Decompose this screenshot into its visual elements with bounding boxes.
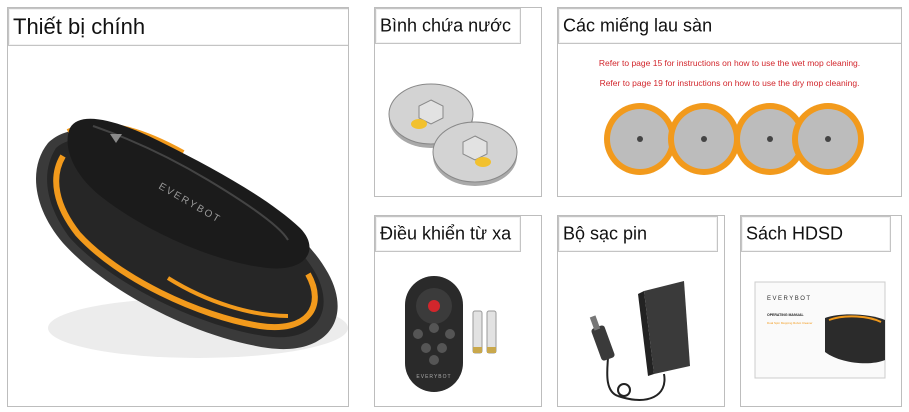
mop-pads-image: [604, 103, 864, 175]
panel-title-text: Thiết bị chính: [13, 14, 146, 39]
battery-icon: [472, 310, 483, 354]
mop-pad: [668, 103, 740, 175]
panel-charger: Bộ sạc pin: [557, 215, 725, 407]
mop-pad: [734, 103, 806, 175]
panel-title: Sách HDSD: [741, 216, 891, 252]
panel-title: Bộ sạc pin: [558, 216, 718, 252]
remote-control-image: EVERYBOT: [405, 276, 497, 392]
manual-subtitle: Dual Spin Mopping Robot Cleaner: [767, 321, 813, 325]
panel-manual: Sách HDSD EVERYBOT OPERATING MANUAL Dual…: [740, 215, 902, 407]
panel-title: Điều khiển từ xa: [375, 216, 521, 252]
manual-image: EVERYBOT OPERATING MANUAL Dual Spin Mopp…: [754, 281, 886, 379]
panel-main-device: Thiết bị chính EVERYBOT: [7, 7, 349, 407]
panel-title-text: Bình chứa nước: [380, 15, 511, 36]
power-button-icon: [428, 300, 440, 312]
battery-icon: [486, 310, 497, 354]
manual-heading: OPERATING MANUAL: [767, 313, 805, 317]
mop-pad: [792, 103, 864, 175]
panel-title-text: Bộ sạc pin: [563, 223, 648, 244]
panel-title: Bình chứa nước: [375, 8, 521, 44]
wet-mop-note: Refer to page 15 for instructions on how…: [598, 58, 861, 68]
charger-image: [589, 281, 690, 401]
panel-title: Các miếng lau sàn: [558, 8, 901, 44]
panel-remote: Điều khiển từ xa EVERYBOT: [374, 215, 542, 407]
panel-title-text: Điều khiển từ xa: [380, 223, 512, 244]
water-tank-image: [388, 83, 518, 186]
panel-water-tank: Bình chứa nước: [374, 7, 542, 197]
panel-title: Thiết bị chính: [8, 8, 348, 46]
water-tank-disc: [432, 121, 518, 186]
remote-logo: EVERYBOT: [416, 374, 451, 380]
panel-title-text: Sách HDSD: [746, 223, 844, 244]
manual-logo: EVERYBOT: [767, 296, 812, 302]
robot-cleaner-image: EVERYBOT: [36, 118, 348, 358]
dry-mop-note: Refer to page 19 for instructions on how…: [599, 78, 860, 88]
mop-pad: [604, 103, 676, 175]
panel-title-text: Các miếng lau sàn: [563, 15, 713, 36]
panel-mop-pads: Các miếng lau sàn Refer to page 15 for i…: [557, 7, 902, 197]
direction-marker-icon: [110, 134, 122, 143]
